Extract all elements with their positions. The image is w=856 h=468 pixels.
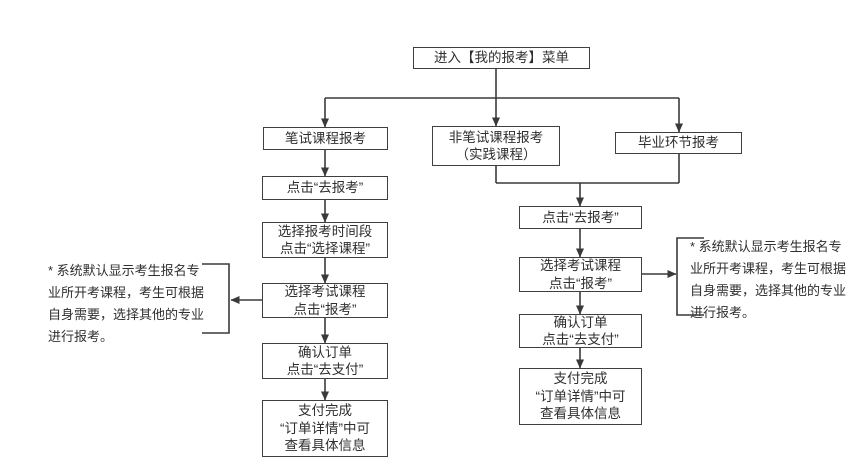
node-left-click-go-register: 点击“去报考” xyxy=(262,176,388,200)
node-right-click-go-register: 点击“去报考” xyxy=(519,206,642,229)
node-right-payment-complete: 支付完成 “订单详情”中可 查看具体信息 xyxy=(519,368,642,425)
node-right-select-exam-course: 选择考试课程 点击“报考” xyxy=(519,257,642,292)
node-left-select-exam-course: 选择考试课程 点击“报考” xyxy=(262,283,388,318)
node-left-confirm-order: 确认订单 点击“去支付” xyxy=(262,343,388,379)
node-enter-my-registration-menu: 进入【我的报考】菜单 xyxy=(413,47,590,69)
node-graduation-stage-registration: 毕业环节报考 xyxy=(615,132,742,154)
note-default-major-courses-left: * 系统默认显示考生报名专 业所开考课程，考生可根据 自身需要，选择其他的专业 … xyxy=(48,263,205,344)
node-non-written-course-registration: 非笔试课程报考 （实践课程） xyxy=(432,126,560,166)
node-written-course-registration: 笔试课程报考 xyxy=(263,127,388,150)
node-right-confirm-order: 确认订单 点击“去支付” xyxy=(519,314,642,348)
node-left-select-time-period: 选择报考时间段 点击“选择课程” xyxy=(262,222,388,258)
node-left-payment-complete: 支付完成 “订单详情”中可 查看具体信息 xyxy=(262,400,388,457)
note-default-major-courses-right: * 系统默认显示考生报名专 业所开考课程，考生可根据 自身需要，选择其他的专业 … xyxy=(690,239,847,320)
